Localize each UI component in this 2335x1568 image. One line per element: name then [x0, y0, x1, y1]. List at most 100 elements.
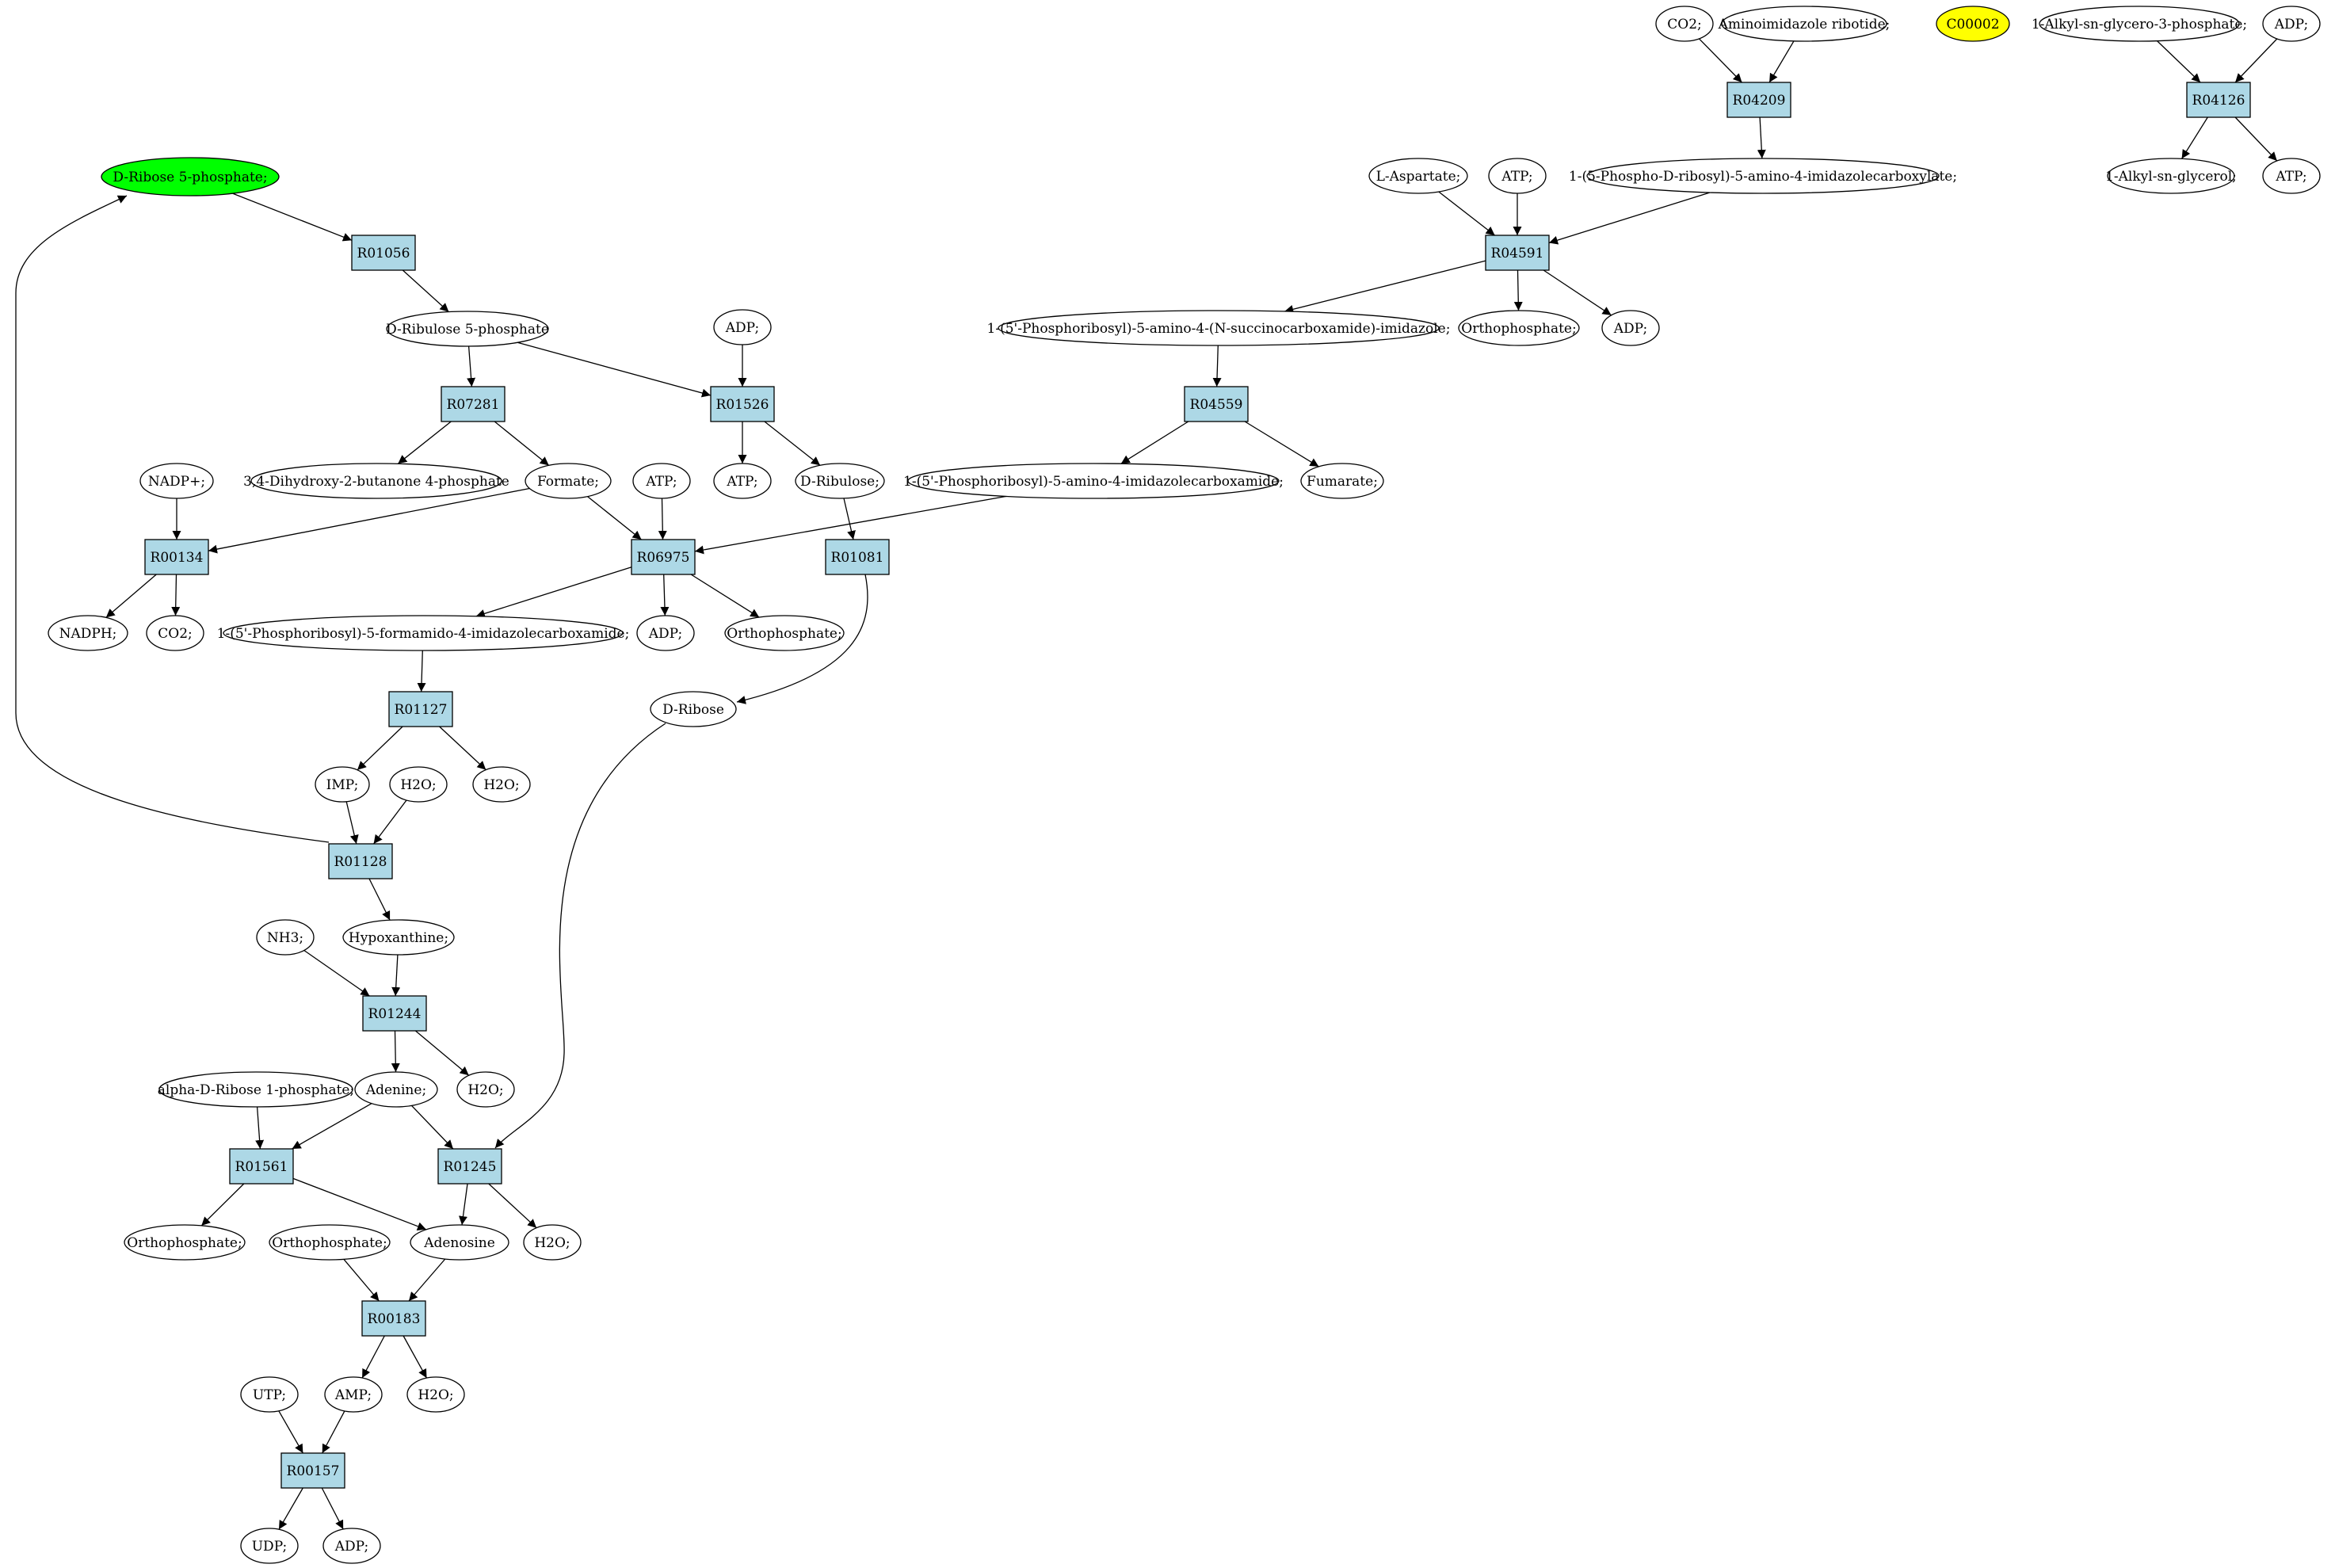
compound-node-atp[interactable]: ATP; [713, 463, 772, 499]
reaction-node-r01128[interactable]: R01128 [328, 843, 393, 879]
compound-node-adenosine[interactable]: Adenosine [410, 1224, 509, 1261]
compound-node-atp[interactable]: ATP; [632, 463, 691, 499]
compound-node-1-5-phosphoribosyl-5-formamido-4-imidazolecarboxamide[interactable]: 1-(5'-Phosphoribosyl)-5-formamido-4-imid… [217, 615, 630, 651]
compound-node-h2o[interactable]: H2O; [472, 766, 531, 803]
node-label: 1-(5'-Phosphoribosyl)-5-amino-4-imidazol… [903, 474, 1284, 490]
compound-node-utp[interactable]: UTP; [240, 1376, 299, 1413]
compound-node-nh3[interactable]: NH3; [256, 919, 315, 956]
edge-arrow [208, 487, 530, 554]
reaction-node-r04559[interactable]: R04559 [1184, 386, 1249, 422]
compound-node-imp[interactable]: IMP; [315, 766, 370, 803]
reaction-node-r00157[interactable]: R00157 [280, 1452, 345, 1489]
reaction-box [388, 691, 453, 727]
compound-node-adp[interactable]: ADP; [322, 1528, 381, 1564]
edge-c_dru5p-to-r07281 [467, 345, 476, 387]
reaction-node-r04126[interactable]: R04126 [2186, 82, 2251, 118]
edge-arrow [459, 1183, 468, 1226]
compound-node-fumarate[interactable]: Fumarate; [1300, 463, 1384, 499]
compound-node-1-alkyl-sn-glycerol[interactable]: 1-Alkyl-sn-glycerol; [2105, 158, 2237, 194]
compound-node-aminoimidazole-ribotide[interactable]: Aminoimidazole ribotide; [1718, 6, 1891, 42]
compound-node-h2o[interactable]: H2O; [406, 1376, 465, 1413]
compound-node-1-5-phosphoribosyl-5-amino-4-n-succinocarboxamide-imidazole[interactable]: 1-(5'-Phosphoribosyl)-5-amino-4-(N-succi… [987, 310, 1451, 346]
compound-node-orthophosphate[interactable]: Orthophosphate; [269, 1224, 391, 1261]
compound-ellipse [269, 1224, 391, 1261]
edge-arrow [1543, 269, 1612, 316]
compound-node-3-4-dihydroxy-2-butanone-4-phosphate[interactable]: 3,4-Dihydroxy-2-butanone 4-phosphate [243, 463, 509, 499]
compound-node-c00002[interactable]: C00002 [1936, 6, 2010, 42]
compound-node-adp[interactable]: ADP; [1601, 310, 1660, 346]
compound-node-alpha-d-ribose-1-phosphate[interactable]: alpha-D-Ribose 1-phosphate; [158, 1071, 354, 1108]
edge-arrow [200, 1183, 245, 1227]
compound-node-1-5-phosphoribosyl-5-amino-4-imidazolecarboxamide[interactable]: 1-(5'-Phosphoribosyl)-5-amino-4-imidazol… [903, 463, 1284, 499]
compound-node-hypoxanthine[interactable]: Hypoxanthine; [342, 919, 455, 956]
reaction-node-r06975[interactable]: R06975 [631, 539, 696, 575]
reaction-node-r01081[interactable]: R01081 [825, 539, 890, 575]
reaction-node-r01056[interactable]: R01056 [351, 235, 416, 271]
compound-ellipse [795, 463, 885, 499]
reaction-node-r01561[interactable]: R01561 [229, 1148, 294, 1185]
edge-r01127-to-c_h2o2 [439, 726, 486, 771]
compound-node-orthophosphate[interactable]: Orthophosphate; [1458, 310, 1580, 346]
node-label: D-Ribulose; [800, 474, 879, 490]
reaction-node-r04591[interactable]: R04591 [1485, 235, 1550, 271]
edge-arrow [439, 726, 486, 771]
reaction-box [362, 995, 427, 1032]
node-label: NADP+; [148, 474, 205, 490]
edge-r04591-to-c_adp5 [1543, 269, 1612, 316]
compound-node-nadph[interactable]: NADPH; [48, 615, 128, 651]
compound-node-formate[interactable]: Formate; [525, 463, 612, 499]
compound-node-adp[interactable]: ADP; [636, 615, 695, 651]
edge-arrow [2157, 40, 2201, 83]
edge-r00183-to-c_amp [361, 1335, 385, 1379]
compound-node-co2[interactable]: CO2; [1655, 6, 1714, 42]
node-label: Adenine; [365, 1082, 426, 1098]
compound-node-orthophosphate[interactable]: Orthophosphate; [124, 1224, 246, 1261]
compound-ellipse [124, 1224, 246, 1261]
compound-node-adp[interactable]: ADP; [2262, 6, 2321, 42]
compound-node-1-alkyl-sn-glycero-3-phosphate[interactable]: 1-Alkyl-sn-glycero-3-phosphate; [2032, 6, 2247, 42]
reaction-node-r01127[interactable]: R01127 [388, 691, 453, 727]
reaction-node-r00183[interactable]: R00183 [361, 1300, 426, 1337]
edge-r04126-to-c_atp4 [2234, 116, 2278, 162]
node-label: H2O; [467, 1082, 503, 1098]
reaction-node-r01244[interactable]: R01244 [362, 995, 427, 1032]
compound-node-d-ribulose-5-phosphate[interactable]: D-Ribulose 5-phosphate [386, 311, 549, 347]
compound-node-atp[interactable]: ATP; [1488, 158, 1547, 194]
edge-arrow [1768, 40, 1795, 83]
edge-arrow [417, 650, 426, 692]
compound-node-orthophosphate[interactable]: Orthophosphate; [724, 615, 845, 651]
compound-node-adenine[interactable]: Adenine; [354, 1071, 438, 1108]
reaction-node-r00134[interactable]: R00134 [144, 539, 209, 575]
compound-node-d-ribulose[interactable]: D-Ribulose; [795, 463, 885, 499]
compound-ellipse [389, 766, 448, 803]
compound-node-co2[interactable]: CO2; [146, 615, 204, 651]
edge-r00134-to-c_nadph [105, 574, 157, 618]
edge-arrow [345, 801, 359, 845]
compound-node-udp[interactable]: UDP; [240, 1528, 299, 1564]
compound-node-nadp[interactable]: NADP+; [139, 463, 214, 499]
compound-node-d-ribose[interactable]: D-Ribose [650, 691, 737, 727]
edge-arrow [373, 799, 407, 845]
edge-arrow [361, 1335, 385, 1379]
edge-c_dru5p-to-r01526 [517, 341, 712, 398]
node-label: AMP; [334, 1387, 372, 1403]
compound-node-h2o[interactable]: H2O; [389, 766, 448, 803]
compound-node-1-5-phospho-d-ribosyl-5-amino-4-imidazolecarboxylate[interactable]: 1-(5-Phospho-D-ribosyl)-5-amino-4-imidaz… [1569, 158, 1957, 194]
compound-node-d-ribose-5-phosphate[interactable]: D-Ribose 5-phosphate; [101, 157, 280, 196]
edge-arrow [494, 421, 550, 466]
compound-node-amp[interactable]: AMP; [324, 1376, 383, 1413]
compound-node-h2o[interactable]: H2O; [456, 1071, 515, 1108]
reaction-node-r07281[interactable]: R07281 [441, 386, 506, 422]
reaction-node-r01526[interactable]: R01526 [710, 386, 775, 422]
node-label: Orthophosphate; [127, 1235, 242, 1251]
edge-arrow [660, 574, 670, 616]
compound-node-atp[interactable]: ATP; [2262, 158, 2321, 194]
reaction-node-r01245[interactable]: R01245 [437, 1148, 502, 1185]
compound-ellipse [240, 1528, 299, 1564]
reaction-node-r04209[interactable]: R04209 [1726, 82, 1791, 118]
edge-r01526-to-c_dribulose [764, 421, 821, 466]
compound-node-h2o[interactable]: H2O; [523, 1224, 582, 1261]
compound-node-l-aspartate[interactable]: L-Aspartate; [1368, 158, 1468, 194]
compound-node-adp[interactable]: ADP; [713, 309, 772, 345]
edge-r01244-to-c_adenine [391, 1030, 400, 1073]
